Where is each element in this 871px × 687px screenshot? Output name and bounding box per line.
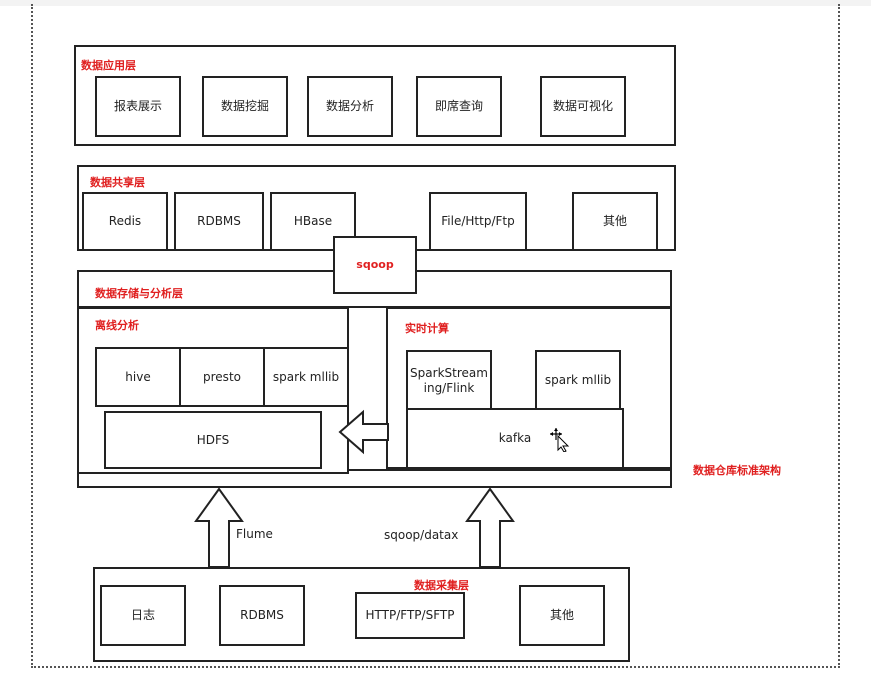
storage-layer-title: 数据存储与分析层: [95, 287, 183, 300]
realtime-item-spark-mllib: spark mllib: [535, 350, 621, 411]
collect-item-http-ftp-sftp: HTTP/FTP/SFTP: [355, 592, 465, 639]
realtime-item-kafka: kafka: [406, 408, 624, 469]
share-item-file-http-ftp: File/Http/Ftp: [429, 192, 527, 251]
offline-item-spark-mllib: spark mllib: [263, 347, 349, 407]
arrow-up-sqoop-datax: [465, 487, 515, 568]
realtime-title: 实时计算: [405, 322, 449, 335]
side-title: 数据仓库标准架构: [693, 464, 781, 477]
realtime-item-sparkstreaming-flink-label: SparkStream ing/Flink: [410, 365, 488, 395]
app-item-mining: 数据挖掘: [202, 76, 288, 137]
offline-analysis-title: 离线分析: [95, 319, 139, 332]
label-sqoop-datax: sqoop/datax: [384, 528, 459, 542]
app-item-analysis: 数据分析: [307, 76, 393, 137]
application-layer-title: 数据应用层: [81, 59, 136, 72]
app-item-report: 报表展示: [95, 76, 181, 137]
share-item-redis: Redis: [82, 192, 168, 251]
sqoop-label: sqoop: [356, 258, 394, 272]
collect-item-logs: 日志: [100, 585, 186, 646]
share-item-rdbms: RDBMS: [174, 192, 264, 251]
label-flume: Flume: [236, 527, 273, 541]
share-item-other: 其他: [572, 192, 658, 251]
offline-item-presto: presto: [179, 347, 265, 407]
realtime-item-sparkstreaming-flink: SparkStream ing/Flink: [406, 350, 492, 411]
app-item-adhoc-query: 即席查询: [416, 76, 502, 137]
arrow-realtime-to-offline: [338, 409, 389, 455]
app-item-visualization: 数据可视化: [540, 76, 626, 137]
diagram-frame: [31, 4, 840, 668]
sharing-layer-title: 数据共享层: [90, 176, 145, 189]
collect-item-other: 其他: [519, 585, 605, 646]
offline-item-hdfs: HDFS: [104, 411, 322, 469]
offline-item-hive: hive: [95, 347, 181, 407]
collection-layer-title: 数据采集层: [414, 579, 469, 592]
sqoop-box: sqoop: [333, 236, 417, 294]
storage-layer-bottom-strip: [77, 469, 672, 488]
arrow-up-flume: [194, 487, 244, 568]
top-bar: [0, 0, 871, 6]
collect-item-rdbms: RDBMS: [219, 585, 305, 646]
mouse-cursor-icon: [550, 428, 570, 452]
